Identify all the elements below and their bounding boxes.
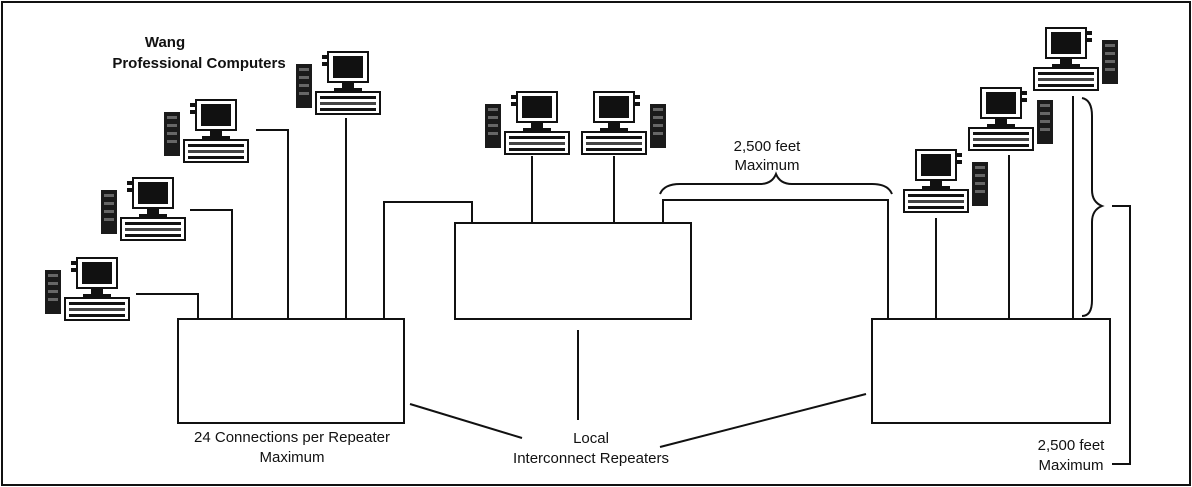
distance-bracket-right	[1112, 205, 1131, 465]
distance-right-label-line2: Maximum	[1038, 457, 1103, 474]
distance-brace-top	[659, 171, 893, 195]
repeater-box-center	[454, 222, 692, 320]
workstation-icon-left-3	[163, 99, 249, 163]
repeaters-label-line1: Local	[573, 430, 609, 447]
connections-label-line2: Maximum	[259, 449, 324, 466]
workstation-icon-right-1	[903, 149, 989, 213]
computers-label-line1: Wang	[145, 34, 185, 51]
repeaters-label-line2: Interconnect Repeaters	[513, 450, 669, 467]
repeater-box-left	[177, 318, 405, 424]
workstation-icon-right-3	[1033, 27, 1119, 91]
workstation-icon-left-2	[100, 177, 186, 241]
connections-label-line1: 24 Connections per Repeater	[194, 429, 390, 446]
distance-top-label-line1: 2,500 feet	[734, 138, 802, 155]
distance-top-label-line2: Maximum	[734, 157, 799, 174]
workstation-icon-right-2	[968, 87, 1054, 151]
connection-lines	[136, 96, 1074, 448]
workstation-icon-left-1	[44, 257, 130, 321]
workstation-icon-left-4	[295, 51, 381, 115]
workstation-icon-center-1	[484, 91, 570, 155]
workstation-icon-center-2	[581, 91, 667, 155]
distance-right-label-line1: 2,500 feet	[1038, 437, 1106, 454]
computers-label-line2: Professional Computers	[112, 55, 285, 72]
repeater-box-right	[871, 318, 1111, 424]
distance-brace-right	[1081, 97, 1105, 317]
